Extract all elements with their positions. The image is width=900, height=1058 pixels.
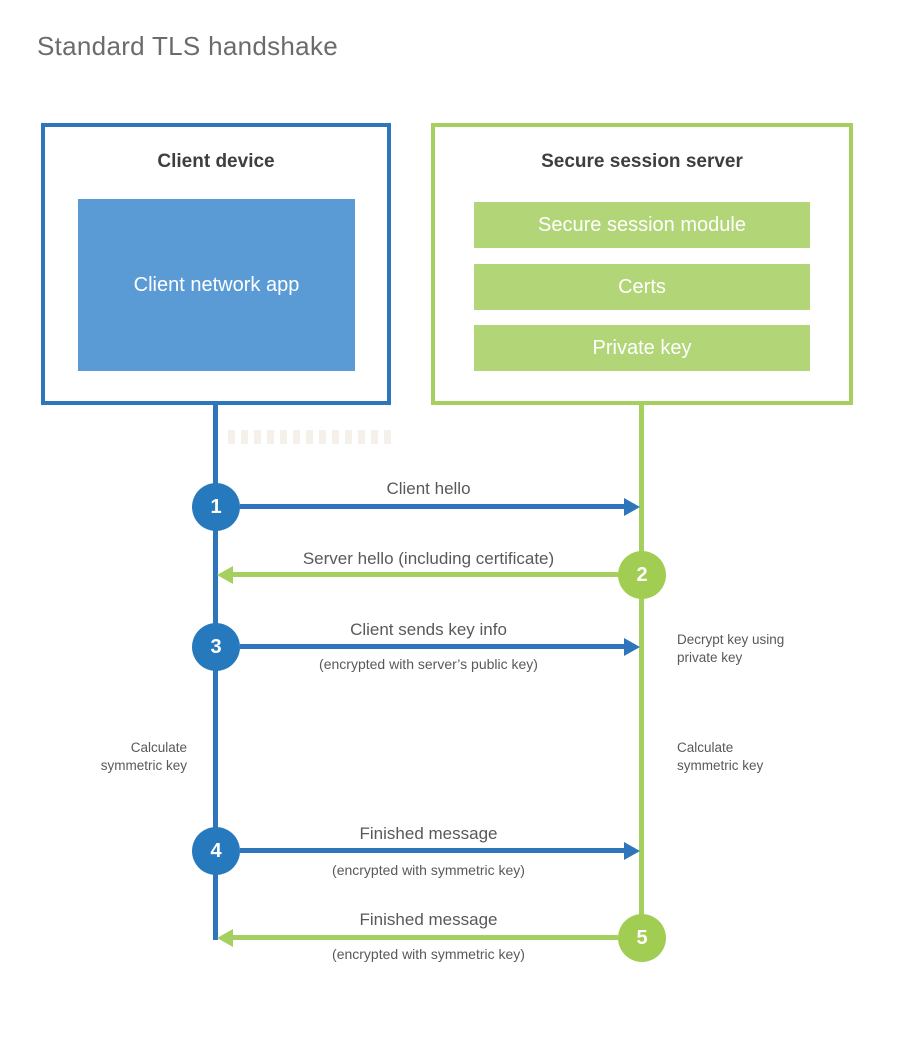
message-label-key-info: Client sends key info	[350, 620, 507, 639]
arrow-line-step-4	[240, 848, 628, 853]
message-sub-finished-4: (encrypted with symmetric key)	[332, 862, 525, 878]
note-calc-line2: symmetric key	[677, 757, 764, 773]
arrow-line-step-1	[240, 504, 628, 509]
note-decrypt-key: Decrypt key using private key	[677, 631, 784, 666]
note-calc-symmetric-key-client: Calculate symmetric key	[57, 739, 187, 774]
message-label-finished-5: Finished message	[359, 910, 498, 929]
client-device-title: Client device	[157, 151, 275, 172]
arrowhead-right-step-1	[624, 498, 640, 516]
message-label-client-hello: Client hello	[386, 479, 471, 498]
page-title: Standard TLS handshake	[37, 31, 339, 61]
step-circle-4: 4	[192, 827, 240, 875]
server-module-bar: Certs	[474, 264, 810, 310]
note-calc-symmetric-key-server: Calculate symmetric key	[677, 739, 763, 774]
note-decrypt-key-line1: Decrypt key using	[677, 632, 785, 647]
secure-session-server-box: Secure session server Secure session mod…	[431, 123, 853, 405]
message-sub-finished-5: (encrypted with symmetric key)	[332, 946, 525, 962]
arrowhead-right-step-3	[624, 638, 640, 656]
arrowhead-left-step-2	[217, 566, 233, 584]
client-network-app-label: Client network app	[133, 274, 300, 296]
step-circle-3: 3	[192, 623, 240, 671]
secure-session-server-title: Secure session server	[541, 151, 743, 172]
message-sub-key-info: (encrypted with server’s public key)	[319, 656, 538, 672]
arrowhead-left-step-5	[217, 929, 233, 947]
server-lifeline	[639, 404, 644, 938]
note-decrypt-key-line2: private key	[677, 649, 743, 665]
faint-dashes-artifact	[228, 430, 396, 444]
arrow-line-step-3	[240, 644, 628, 649]
note-calc-line1: Calculate	[130, 740, 187, 755]
message-label-finished-4: Finished message	[359, 824, 498, 843]
client-network-app-box: Client network app	[78, 199, 355, 371]
client-device-box: Client device Client network app	[41, 123, 391, 405]
arrowhead-right-step-4	[624, 842, 640, 860]
arrow-line-step-5	[232, 935, 618, 940]
arrow-line-step-2	[232, 572, 618, 577]
step-circle-5: 5	[618, 914, 666, 962]
server-module-bar: Secure session module	[474, 202, 810, 248]
message-label-server-hello: Server hello (including certificate)	[302, 549, 555, 568]
client-lifeline	[213, 404, 218, 940]
note-calc-line2: symmetric key	[100, 757, 187, 773]
step-circle-2: 2	[618, 551, 666, 599]
step-circle-1: 1	[192, 483, 240, 531]
server-module-bar: Private key	[474, 325, 810, 371]
note-calc-line1: Calculate	[677, 740, 734, 755]
